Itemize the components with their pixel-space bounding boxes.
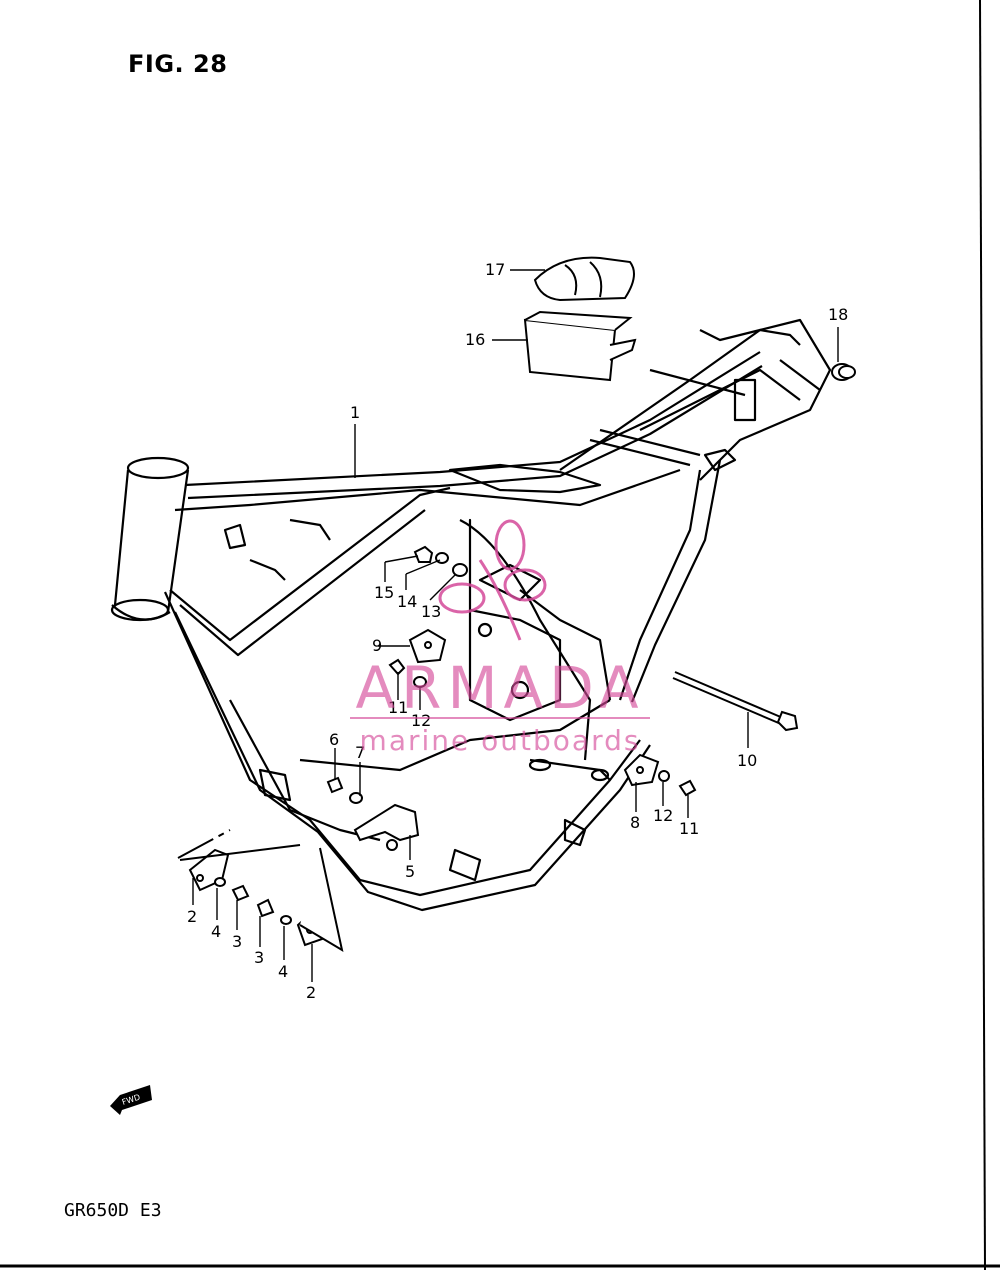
part-8-plate	[623, 753, 660, 787]
callout-17: 17	[485, 260, 505, 279]
callout-4a: 4	[211, 922, 221, 941]
part-17-cover	[533, 256, 635, 302]
callout-16: 16	[465, 330, 485, 349]
callout-6: 6	[329, 730, 339, 749]
figure-title: FIG. 28	[128, 50, 228, 78]
callout-labels: 1 2 2 3 3 4 4 5 6 7 8 9 10 11 11 12 12 1…	[187, 260, 848, 1002]
callout-14: 14	[397, 592, 417, 611]
watermark-logo-icon	[438, 519, 547, 641]
callout-9: 9	[372, 636, 382, 655]
callout-13: 13	[421, 602, 441, 621]
callout-11a: 11	[388, 698, 408, 717]
callout-18: 18	[828, 305, 848, 324]
callout-3a: 3	[232, 932, 242, 951]
callout-3b: 3	[254, 948, 264, 967]
callout-10: 10	[737, 751, 757, 770]
callout-12a: 12	[411, 711, 431, 730]
callout-8: 8	[630, 813, 640, 832]
callout-4b: 4	[278, 962, 288, 981]
parts-nuts-13-14-15	[413, 545, 468, 577]
callout-5: 5	[405, 862, 415, 881]
leader-lines	[192, 269, 839, 982]
part-10-long-bolt	[672, 671, 799, 732]
callout-12b: 12	[653, 806, 673, 825]
callout-15: 15	[374, 583, 394, 602]
parts-bolts-11-12	[388, 658, 697, 797]
parts-bolts-6-7	[326, 776, 363, 804]
callout-2b: 2	[306, 983, 316, 1002]
page-edge-line	[979, 0, 986, 1270]
fwd-arrow-icon: FWD	[110, 1085, 152, 1115]
watermark: ARMADA marine outboards	[350, 519, 650, 757]
main-frame-drawing	[110, 318, 832, 912]
callout-7: 7	[355, 743, 365, 762]
watermark-brand: ARMADA	[355, 654, 644, 722]
model-code: GR650D E3	[64, 1200, 162, 1221]
part-5-bracket	[353, 803, 420, 851]
watermark-tagline: marine outboards	[360, 724, 641, 757]
callout-2a: 2	[187, 907, 197, 926]
part-16-battery-box	[523, 310, 637, 382]
part-18-plug	[831, 363, 856, 381]
callout-11b: 11	[679, 819, 699, 838]
parts-brackets-2-3-4	[177, 829, 344, 953]
part-9-plate	[408, 628, 447, 664]
callout-1: 1	[350, 403, 360, 422]
